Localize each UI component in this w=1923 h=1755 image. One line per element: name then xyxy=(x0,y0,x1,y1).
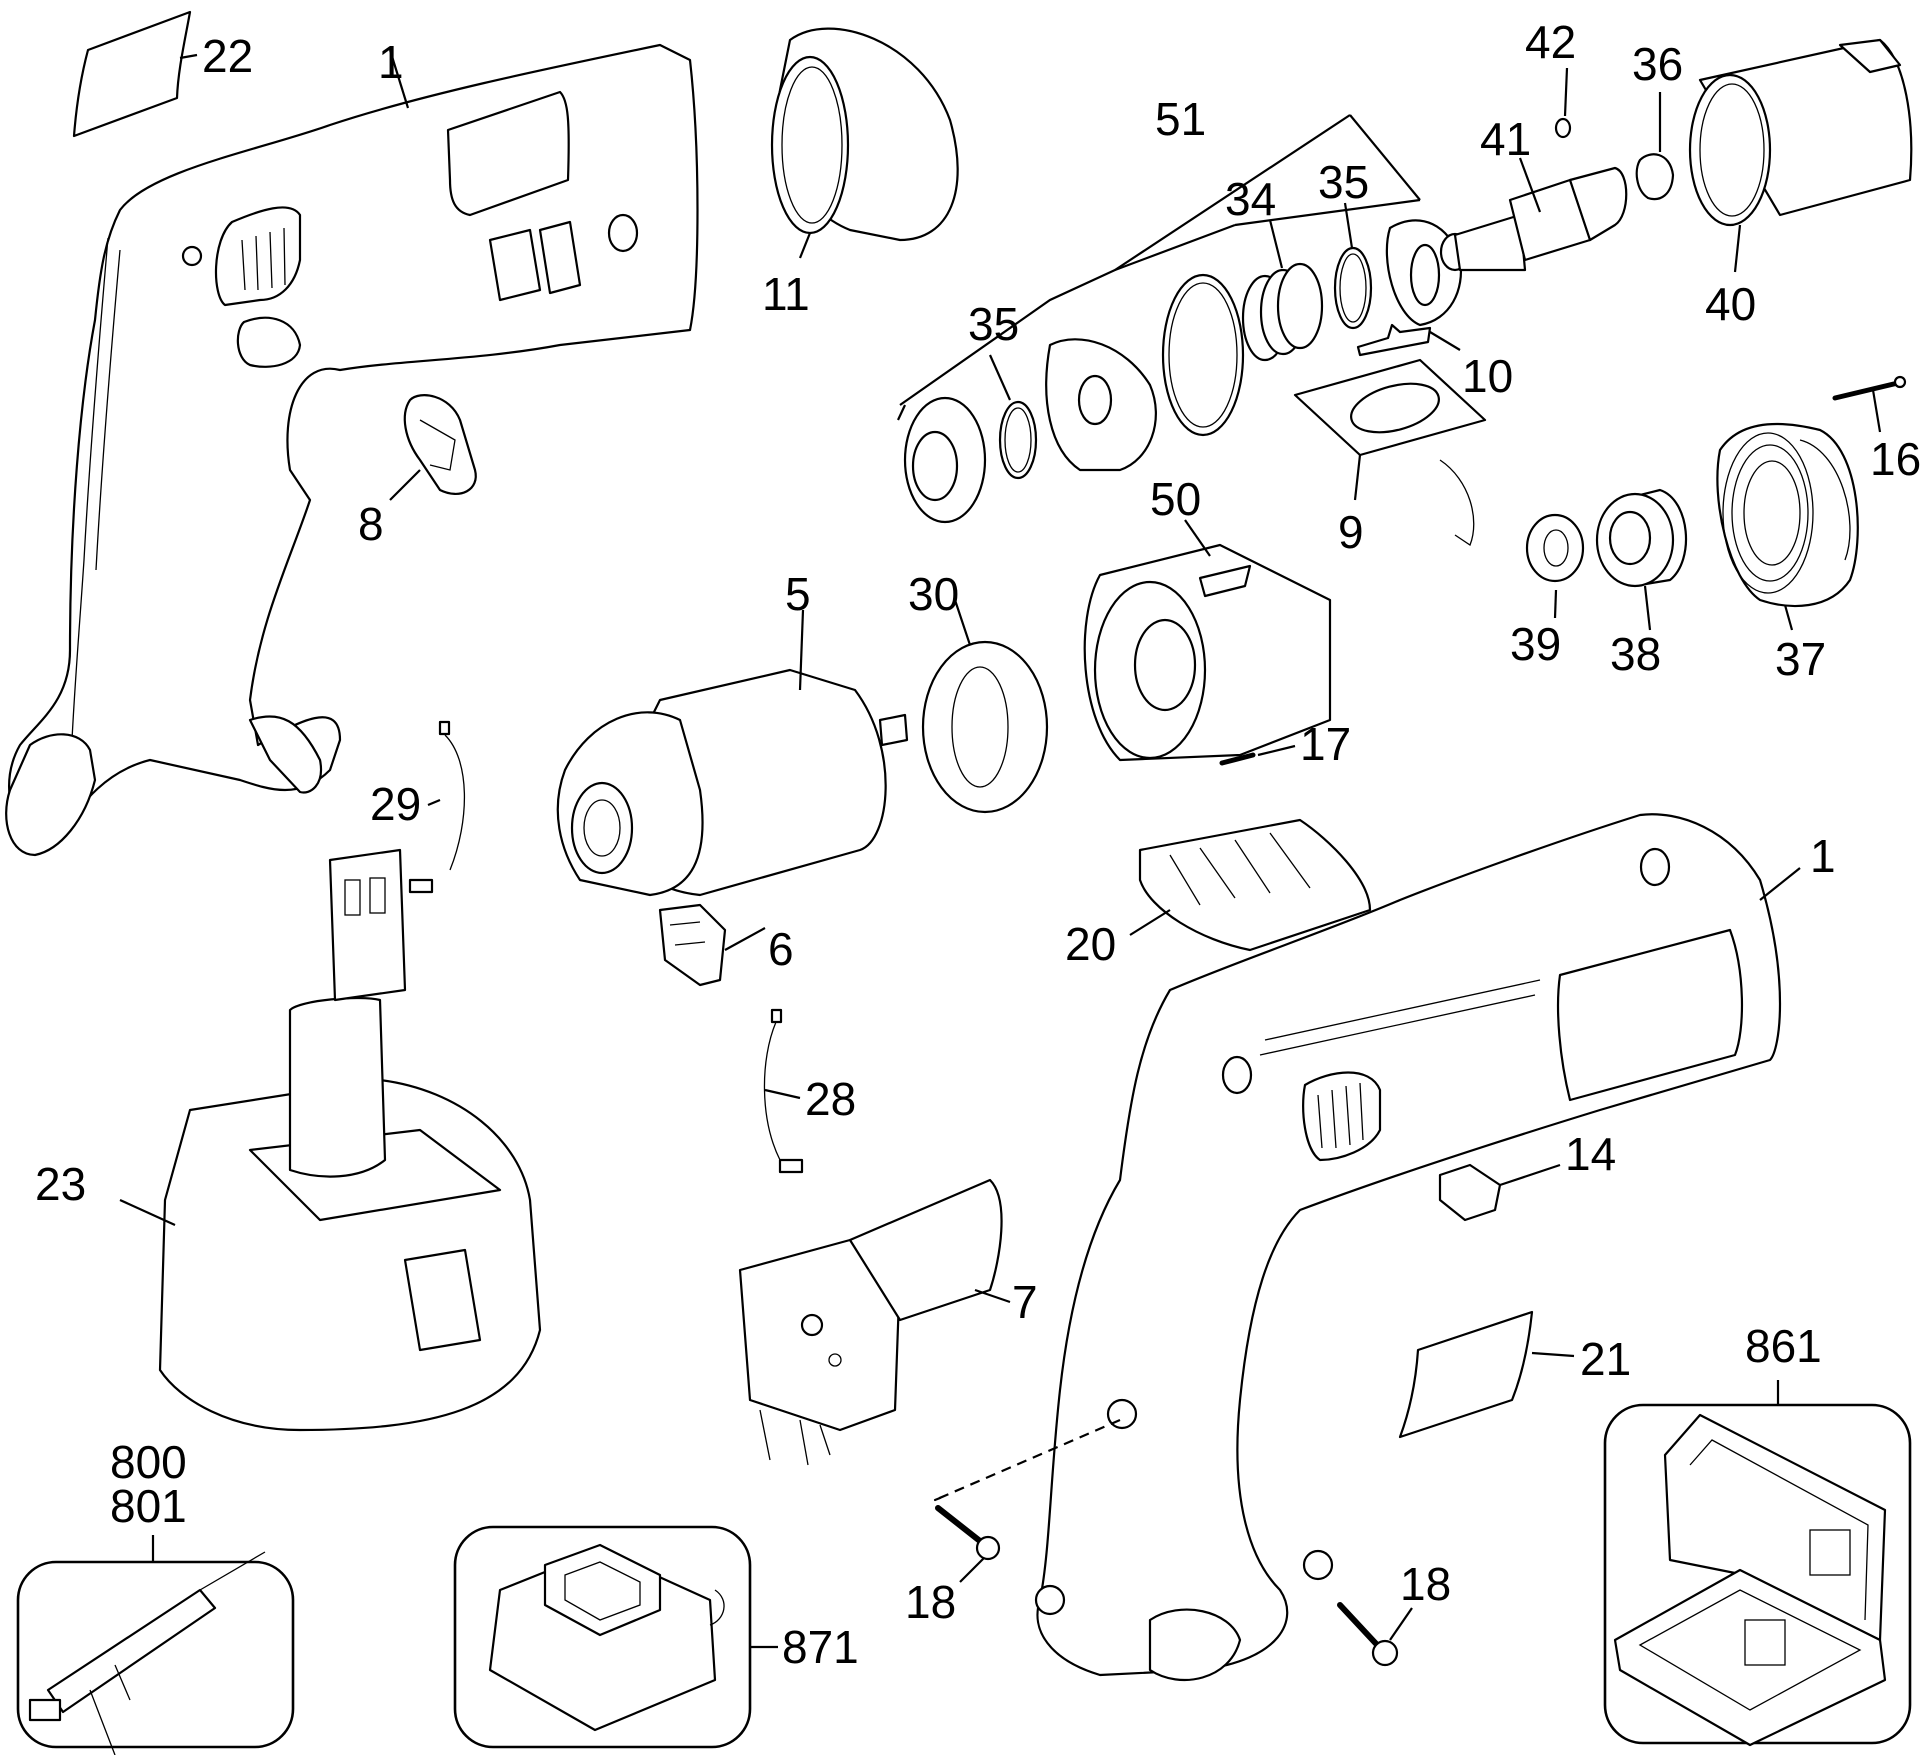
callout-1-right: 1 xyxy=(1810,830,1836,882)
callout-10: 10 xyxy=(1462,350,1513,402)
callout-39: 39 xyxy=(1510,618,1561,670)
callout-36: 36 xyxy=(1632,38,1683,90)
cam-block xyxy=(1045,338,1157,472)
spring-clip-10: 10 xyxy=(1356,323,1513,402)
callout-50: 50 xyxy=(1150,473,1201,525)
wire-28: 28 xyxy=(763,1008,856,1174)
clip-14: 14 xyxy=(1438,1128,1616,1222)
gear-case-37: 37 xyxy=(1716,422,1859,685)
callout-18-b: 18 xyxy=(1400,1558,1451,1610)
callout-18-a: 18 xyxy=(905,1576,956,1628)
screw-16: 16 xyxy=(1832,375,1921,485)
housing-half-right: 1 xyxy=(1034,813,1836,1682)
housing-half-left: 1 xyxy=(5,36,699,857)
ring-11: 11 xyxy=(762,27,959,320)
screw-17: 17 xyxy=(1219,718,1351,770)
battery-23: 23 xyxy=(35,848,542,1432)
label-plate-21: 21 xyxy=(1398,1310,1631,1439)
switch-7: 7 xyxy=(738,1178,1038,1466)
label-plate-22: 22 xyxy=(72,10,253,138)
callout-6: 6 xyxy=(768,923,794,975)
wire-29: 29 xyxy=(370,720,466,894)
callout-5: 5 xyxy=(785,568,811,620)
ball-42: 42 xyxy=(1525,16,1576,139)
callout-42: 42 xyxy=(1525,16,1576,68)
brush-holder-6: 6 xyxy=(658,903,794,987)
callout-29: 29 xyxy=(370,778,421,830)
seal-30: 30 xyxy=(908,568,1049,814)
spindle-41: 41 xyxy=(1439,113,1628,272)
callout-34: 34 xyxy=(1225,173,1276,225)
callout-51: 51 xyxy=(1155,93,1206,145)
callout-861: 861 xyxy=(1745,1320,1822,1372)
terminal-8: 8 xyxy=(358,394,477,550)
callout-800: 800 xyxy=(110,1436,187,1488)
callout-7: 7 xyxy=(1012,1276,1038,1328)
case-861: 861 xyxy=(1603,1320,1912,1747)
screw-18-a: 18 xyxy=(905,1418,1121,1628)
o-ring xyxy=(1161,273,1245,437)
vent-cover-20: 20 xyxy=(1065,818,1372,970)
plate-9: 9 xyxy=(1293,358,1487,558)
assembly-bracket-51: 51 xyxy=(897,93,1421,421)
charger-871: 871 xyxy=(453,1525,859,1749)
bearing-38: 38 xyxy=(1595,488,1688,680)
callout-11: 11 xyxy=(762,268,810,320)
callout-8: 8 xyxy=(358,498,384,550)
callout-20: 20 xyxy=(1065,918,1116,970)
callout-28: 28 xyxy=(805,1073,856,1125)
callout-21: 21 xyxy=(1580,1333,1631,1385)
callout-35-b: 35 xyxy=(1318,156,1369,208)
motor-5: 5 xyxy=(556,568,909,897)
screw-18-b: 18 xyxy=(1337,1558,1451,1667)
kit-800-801: 800 801 xyxy=(16,1436,295,1755)
hex-nut xyxy=(903,396,987,524)
callout-38: 38 xyxy=(1610,628,1661,680)
clip-36: 36 xyxy=(1632,38,1683,201)
callout-871: 871 xyxy=(782,1621,859,1673)
spring-34: 34 xyxy=(1225,173,1324,362)
collar-40: 40 xyxy=(1688,38,1913,330)
callout-37: 37 xyxy=(1775,633,1826,685)
washer-35b: 35 xyxy=(1318,156,1373,330)
callout-801: 801 xyxy=(110,1480,187,1532)
callout-14: 14 xyxy=(1565,1128,1616,1180)
callout-23: 23 xyxy=(35,1158,86,1210)
callout-30: 30 xyxy=(908,568,959,620)
callout-1-left: 1 xyxy=(378,36,404,88)
callout-16: 16 xyxy=(1870,433,1921,485)
washer-39: 39 xyxy=(1510,513,1585,670)
gearbox-50: 50 xyxy=(1083,473,1332,762)
callout-22: 22 xyxy=(202,30,253,82)
callout-41: 41 xyxy=(1480,113,1531,165)
callout-35-a: 35 xyxy=(968,298,1019,350)
callout-9: 9 xyxy=(1338,506,1364,558)
washer-35a: 35 xyxy=(968,298,1038,480)
callout-17: 17 xyxy=(1300,718,1351,770)
callout-40: 40 xyxy=(1705,278,1756,330)
